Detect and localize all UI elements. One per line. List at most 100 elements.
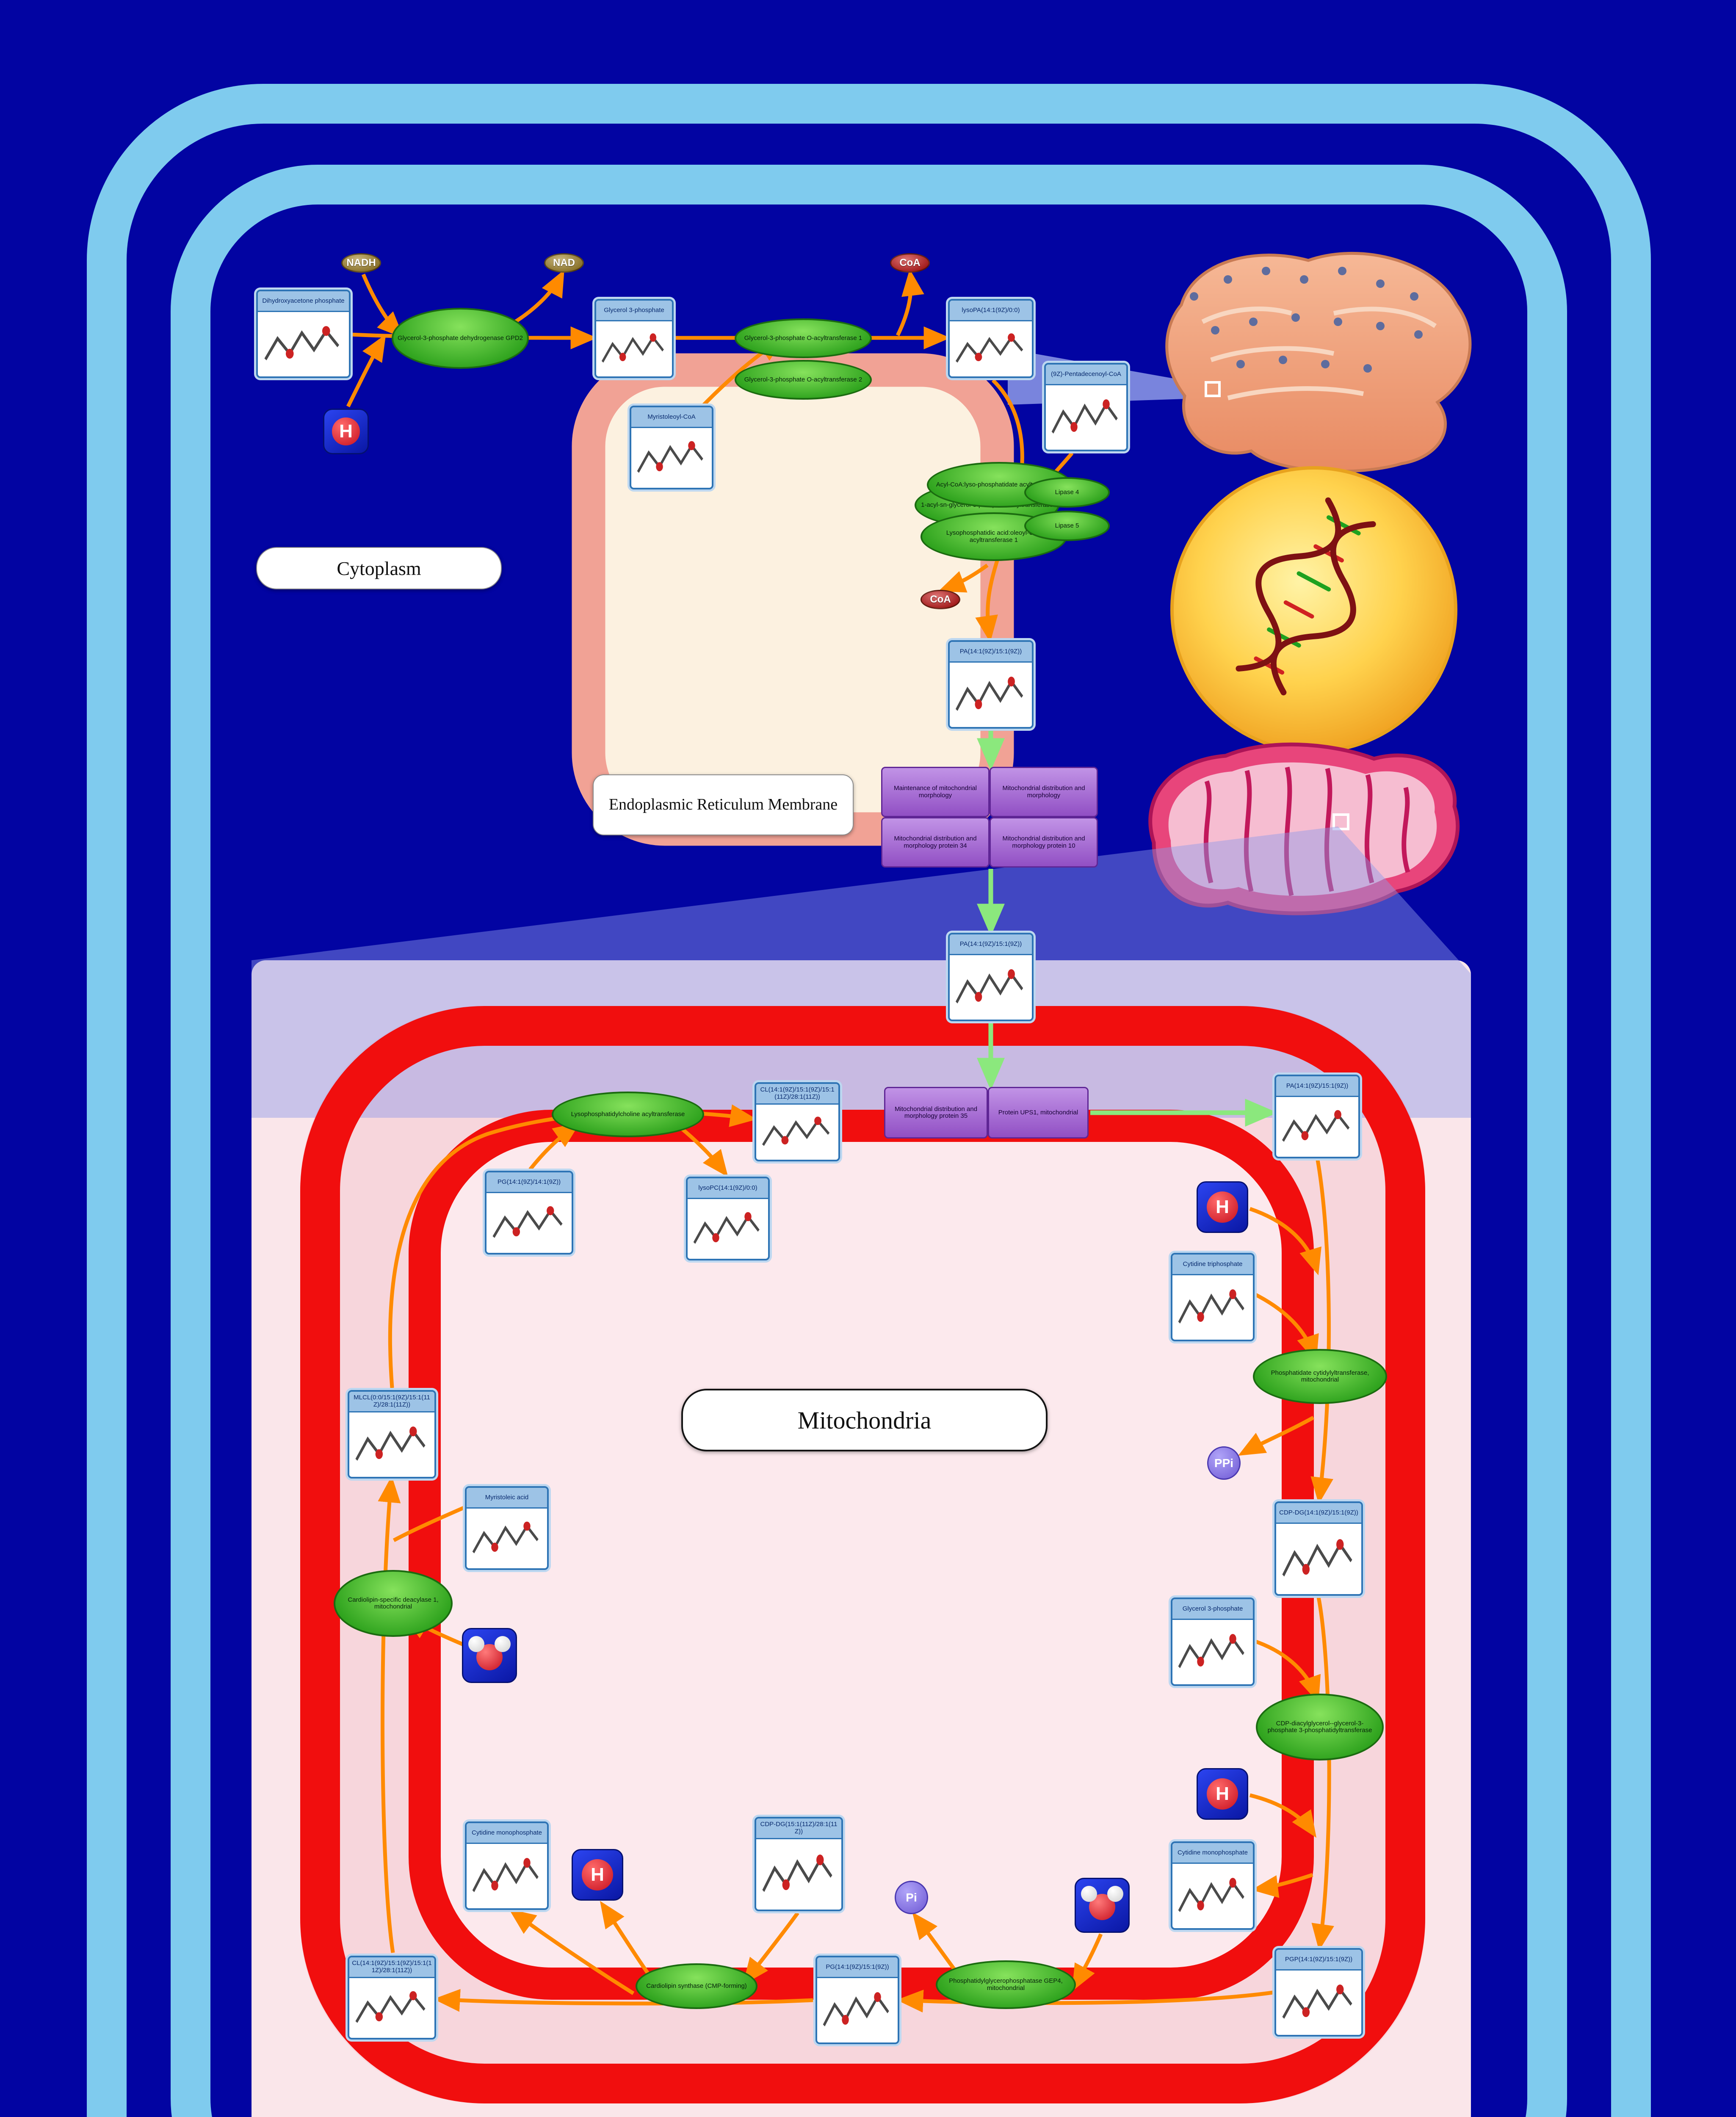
mdm35[interactable]: Mitochondrial distribution and morpholog… [884,1087,988,1139]
pa-cytosol[interactable]: PA(14:1(9Z)/15:1(9Z)) [948,933,1034,1021]
chemical-structure-drawing [688,1199,768,1259]
pa-er[interactable]: PA(14:1(9Z)/15:1(9Z)) [948,640,1034,729]
hydrogen-ion-icon: H [1206,1191,1238,1223]
mitochondria-label: Mitochondria [681,1389,1048,1451]
ctp[interactable]: Cytidine triphosphate [1171,1253,1255,1341]
metabolite-label: Cytidine monophosphate [1172,1843,1253,1864]
chemical-structure-drawing [950,663,1032,727]
cdp-dg-1[interactable]: CDP-DG(14:1(9Z)/15:1(9Z)) [1274,1501,1363,1596]
h2o-left[interactable] [462,1628,517,1683]
h-ion-right-1[interactable]: H [1197,1181,1248,1233]
pa-mito[interactable]: PA(14:1(9Z)/15:1(9Z)) [1274,1075,1360,1158]
lipase-4[interactable]: Lipase 4 [1024,477,1110,508]
metabolite-label: CDP-DG(14:1(9Z)/15:1(9Z)) [1276,1503,1361,1524]
pgp[interactable]: PGP(14:1(9Z)/15:1(9Z)) [1274,1948,1363,2037]
h-ion-right-2[interactable]: H [1197,1768,1248,1820]
cmp-right[interactable]: Cytidine monophosphate [1171,1841,1255,1930]
pg-1414[interactable]: PG(14:1(9Z)/14:1(9Z)) [485,1171,573,1255]
pi[interactable]: Pi [895,1881,928,1914]
metabolite-label: Dihydroxyacetone phosphate [258,291,349,312]
metabolite-label: CL(14:1(9Z)/15:1(9Z)/15:1(11Z)/28:1(11Z)… [349,1957,434,1978]
myristoleic-acid[interactable]: Myristoleic acid [465,1486,549,1570]
dihydroxyacetone-phosphate[interactable]: Dihydroxyacetone phosphate [256,290,351,378]
metabolite-label: CDP-DG(15:1(11Z)/28:1(11Z)) [756,1819,841,1839]
chemical-structure-drawing [756,1839,841,1910]
glycerol-3-phosphate-cytoplasm[interactable]: Glycerol 3-phosphate [594,299,674,378]
cmp-bottom[interactable]: Cytidine monophosphate [465,1821,549,1910]
ups1[interactable]: Protein UPS1, mitochondrial [988,1087,1089,1139]
er-illustration [1165,251,1472,473]
mito-outer-membrane [300,1006,1425,2103]
cdp-dg-2[interactable]: CDP-DG(15:1(11Z)/28:1(11Z)) [755,1817,843,1911]
chemical-structure-drawing [258,312,349,376]
metabolite-label: Glycerol 3-phosphate [1172,1599,1253,1620]
hydrogen-ion-icon: H [1206,1778,1238,1810]
chemical-structure-drawing [349,1978,434,2038]
chemical-structure-drawing [1172,1275,1253,1340]
ribosome-dots [1190,267,1423,373]
h-ion-bottom[interactable]: H [572,1849,623,1901]
coa-1[interactable]: CoA [890,253,930,273]
myristoleoyl-coa[interactable]: Myristoleoyl-CoA [630,406,713,489]
mitochondrion-illustration [1148,742,1460,915]
chemical-structure-drawing [1172,1864,1253,1928]
chemical-structure-drawing [596,321,672,376]
lipase-5[interactable]: Lipase 5 [1024,511,1110,541]
mito-zoom-source-box [1332,813,1349,830]
mlcl[interactable]: MLCL(0:0/15:1(9Z)/15:1(11Z)/28:1(11Z)) [348,1390,436,1479]
coa-2[interactable]: CoA [921,590,960,609]
mmm1[interactable]: Maintenance of mitochondrial morphology [881,767,990,817]
transport-arrows [977,730,1278,1127]
lysopa[interactable]: lysoPA(14:1(9Z)/0:0) [948,299,1034,378]
mdm12[interactable]: Mitochondrial distribution and morpholog… [990,767,1098,817]
chemical-structure-drawing [349,1412,434,1477]
gpd2[interactable]: Glycerol-3-phosphate dehydrogenase GPD2 [392,308,529,369]
h-ion-cytoplasm[interactable]: H [323,409,369,454]
lysopc[interactable]: lysoPC(14:1(9Z)/0:0) [686,1177,770,1260]
cld1[interactable]: Cardiolipin-specific deacylase 1, mitoch… [334,1570,453,1637]
pg-1415[interactable]: PG(14:1(9Z)/15:1(9Z)) [815,1956,899,2044]
chemical-structure-drawing [487,1193,572,1253]
gpat2[interactable]: Glycerol-3-phosphate O-acyltransferase 2 [735,360,872,400]
dna-helix-icon [1236,497,1376,696]
metabolite-label: PA(14:1(9Z)/15:1(9Z)) [950,642,1032,663]
metabolite-label: MLCL(0:0/15:1(9Z)/15:1(11Z)/28:1(11Z)) [349,1392,434,1412]
metabolite-label: Myristoleoyl-CoA [631,407,712,428]
gpat1[interactable]: Glycerol-3-phosphate O-acyltransferase 1 [735,318,872,358]
hydrogen-ion-icon: H [581,1859,614,1891]
tam41[interactable]: Phosphatidate cytidylyltransferase, mito… [1253,1349,1387,1404]
metabolite-label: CL(14:1(9Z)/15:1(9Z)/15:1(11Z)/28:1(11Z)… [756,1084,838,1105]
metabolite-label: PG(14:1(9Z)/14:1(9Z)) [487,1172,572,1193]
nadh[interactable]: NADH [341,253,381,273]
metabolite-label: PA(14:1(9Z)/15:1(9Z)) [1276,1076,1358,1097]
taz1[interactable]: Lysophosphatidylcholine acyltransferase [552,1092,704,1137]
cl-top[interactable]: CL(14:1(9Z)/15:1(9Z)/15:1(11Z)/28:1(11Z)… [755,1082,840,1161]
chemical-structure-drawing [950,321,1032,376]
plasma-membrane-rings [87,84,1651,2117]
gep4[interactable]: Phosphatidylglycerophosphatase GEP4, mit… [936,1960,1076,2009]
chemical-structure-drawing [817,1978,898,2042]
pentadecenoyl-coa[interactable]: (9Z)-Pentadecenoyl-CoA [1044,363,1128,451]
chemical-structure-drawing [1172,1620,1253,1684]
ppi[interactable]: PPi [1207,1446,1241,1480]
crd1[interactable]: Cardiolipin synthase (CMP-forming) [636,1963,757,2009]
water-molecule-icon [1081,1885,1124,1926]
mdm10[interactable]: Mitochondrial distribution and morpholog… [990,817,1098,868]
water-molecule-icon [468,1635,511,1676]
metabolite-label: PGP(14:1(9Z)/15:1(9Z)) [1276,1950,1361,1971]
pgs1[interactable]: CDP-diacylglycerol--glycerol-3-phosphate… [1256,1694,1384,1760]
chemical-structure-drawing [467,1844,547,1908]
metabolite-label: Cytidine triphosphate [1172,1255,1253,1275]
chemical-structure-drawing [756,1105,838,1160]
metabolite-label: PG(14:1(9Z)/15:1(9Z)) [817,1957,898,1978]
glycerol-3-phosphate-mito[interactable]: Glycerol 3-phosphate [1171,1597,1255,1686]
metabolite-label: Cytidine monophosphate [467,1823,547,1844]
cytoplasm-label: Cytoplasm [256,547,502,589]
nad[interactable]: NAD [544,253,584,273]
metabolite-label: lysoPC(14:1(9Z)/0:0) [688,1178,768,1199]
h2o-bottom[interactable] [1075,1878,1130,1933]
cl-bottom[interactable]: CL(14:1(9Z)/15:1(9Z)/15:1(11Z)/28:1(11Z)… [348,1956,436,2040]
chemical-structure-drawing [1276,1524,1361,1594]
mdm34[interactable]: Mitochondrial distribution and morpholog… [881,817,990,868]
